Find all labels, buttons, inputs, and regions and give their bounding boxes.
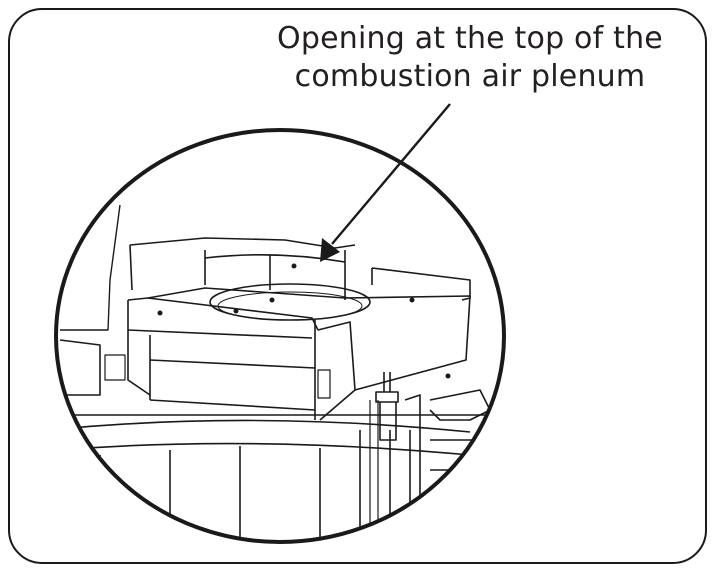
callout-line-1: Opening at the top of the xyxy=(277,21,663,56)
callout-label: Opening at the top of the combustion air… xyxy=(250,20,690,96)
leader-arrow xyxy=(320,103,451,262)
illustration-frame xyxy=(8,8,707,564)
callout-line-2: combustion air plenum xyxy=(294,59,646,94)
